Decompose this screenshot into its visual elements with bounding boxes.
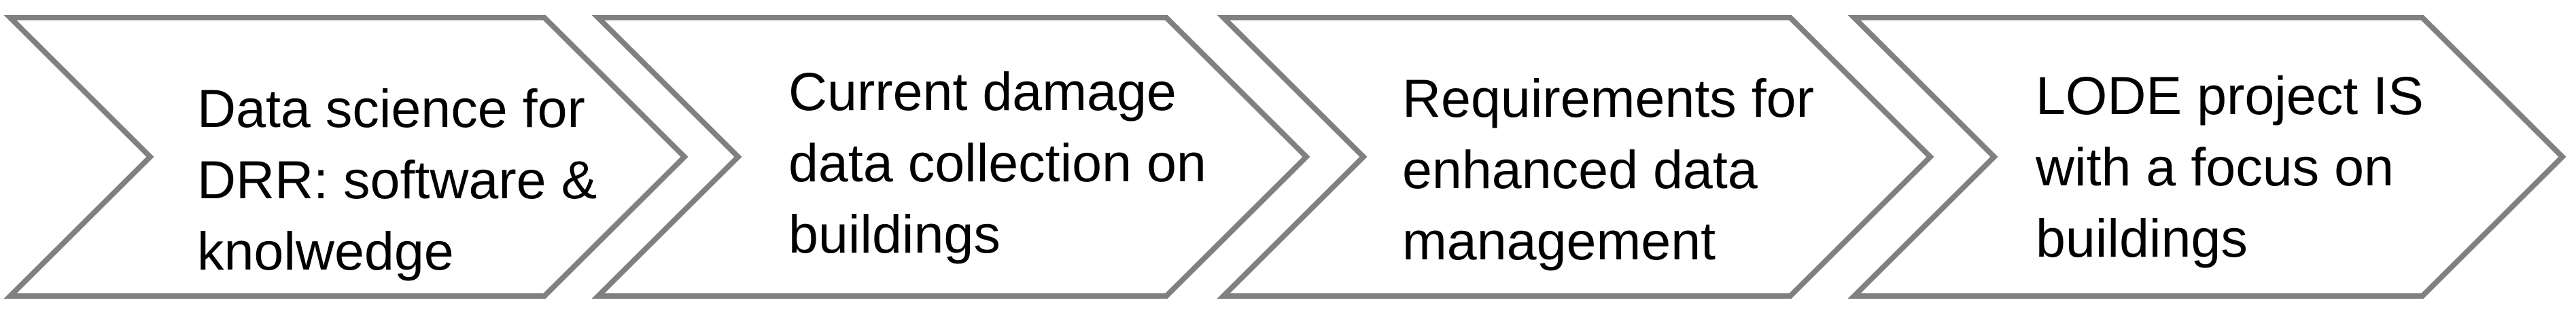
chevron-label-requirements: Requirements for enhanced data managemen… [1402,68,1814,271]
chevron-label-lode-project: LODE project IS with a focus on building… [2036,65,2424,268]
chevron-shape-4 [1847,15,2566,299]
chevron-shape-3 [1217,15,1934,299]
chevron-label-current-damage: Current damage data collection on buildi… [788,61,1206,264]
chevron-shape-2 [591,15,1310,299]
chevron-label-data-science: Data science for DRR: software & knolwed… [197,78,597,281]
chevron-shape-1 [3,15,689,299]
